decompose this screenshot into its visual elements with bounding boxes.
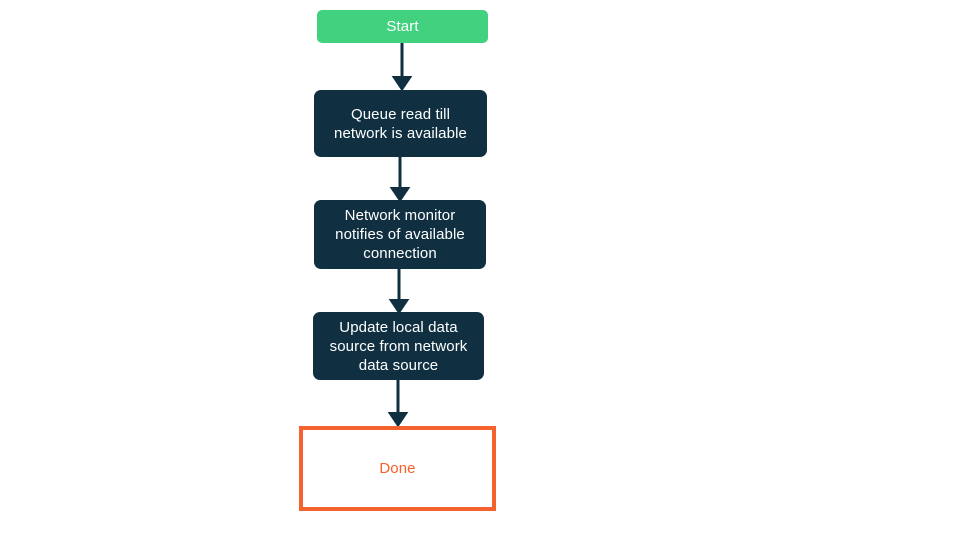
- node-label-done: Done: [379, 460, 416, 477]
- node-label-update: Update local data source from network da…: [329, 318, 468, 374]
- flowchart-node-start[interactable]: Start: [317, 10, 488, 43]
- flowchart-node-queue[interactable]: Queue read till network is available: [314, 90, 487, 157]
- node-label-monitor: Network monitor notifies of available co…: [335, 207, 465, 262]
- node-label-start: Start: [386, 18, 419, 35]
- flowchart-node-done[interactable]: Done: [299, 426, 496, 511]
- node-label-queue: Queue read till network is available: [334, 105, 467, 142]
- flowchart-node-update[interactable]: Update local data source from network da…: [313, 312, 484, 380]
- flowchart-node-monitor[interactable]: Network monitor notifies of available co…: [314, 200, 486, 269]
